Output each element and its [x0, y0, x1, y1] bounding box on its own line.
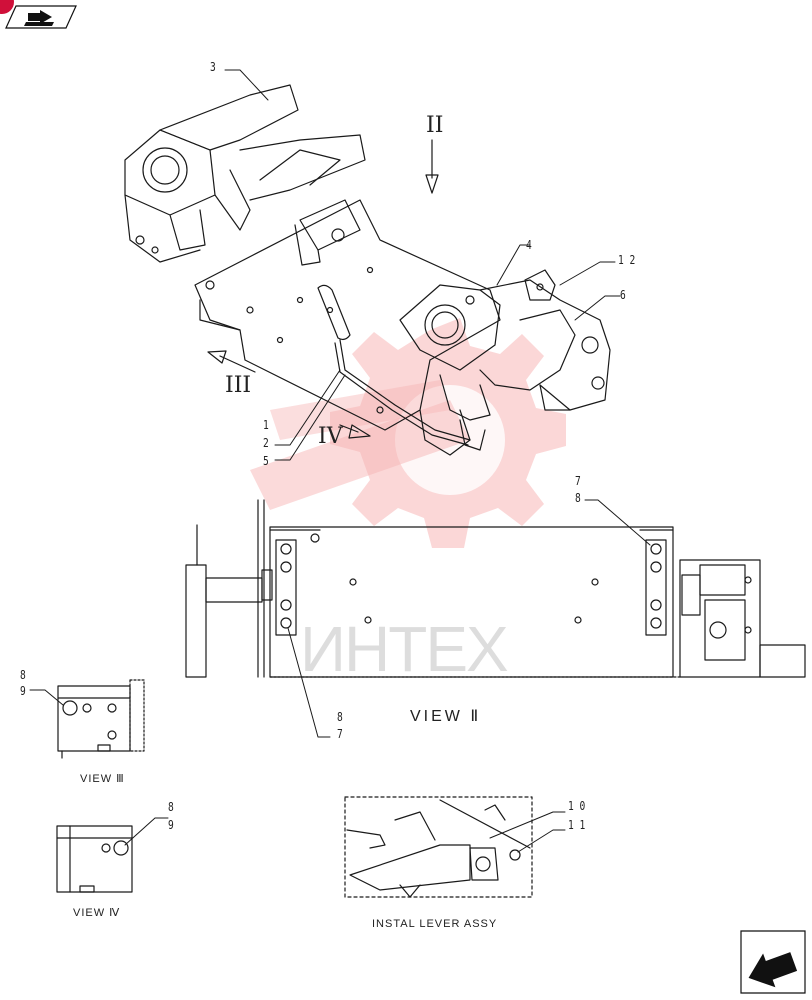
view-ii-drawing [185, 499, 806, 678]
callout-12: 1 2 [618, 253, 636, 267]
page-next-arrow-icon [740, 930, 806, 994]
view-arrow-ii-label: II [426, 113, 444, 138]
callout-7-top: 7 [575, 474, 581, 488]
callout-8-view-iv: 8 [168, 800, 174, 814]
view-ii-caption: VIEW Ⅱ [410, 708, 482, 725]
callout-3: 3 [210, 60, 216, 74]
leader-lines [29, 69, 651, 853]
callout-9-view-iv: 9 [168, 818, 174, 832]
view-iii-caption: VIEW Ⅲ [80, 773, 125, 785]
base-plate [194, 199, 501, 456]
view-iv-drawing [56, 825, 133, 893]
bracket-assembly-left [124, 84, 366, 266]
view-iv-caption: VIEW Ⅳ [73, 907, 121, 919]
callout-5: 5 [263, 454, 269, 468]
previous-page-button[interactable] [4, 4, 78, 30]
view-arrow-iv-label: IV [318, 424, 343, 449]
callout-10: 1 0 [568, 799, 586, 813]
callout-9-view-iii: 9 [20, 684, 26, 698]
book-arrow-icon [5, 5, 77, 29]
callout-8-view-iii: 8 [20, 668, 26, 682]
callout-11: 1 1 [568, 818, 586, 832]
view-direction-arrows [207, 139, 439, 439]
install-lever-drawing [344, 796, 533, 898]
control-lever [317, 284, 471, 446]
callout-7-bottom: 7 [337, 727, 343, 741]
callout-8-top: 8 [575, 491, 581, 505]
watermark-text: ИНТЕХ [300, 613, 509, 685]
valve-assembly-right [399, 269, 611, 451]
callout-1: 1 [263, 418, 269, 432]
callout-8-bottom: 8 [337, 710, 343, 724]
callout-4: 4 [526, 238, 532, 252]
callout-6: 6 [620, 288, 626, 302]
install-lever-caption: INSTAL LEVER ASSY [372, 918, 498, 930]
callout-2: 2 [263, 436, 269, 450]
gear-logo-watermark [250, 318, 566, 548]
next-page-button[interactable] [739, 929, 807, 995]
view-arrow-iii-label: III [225, 373, 252, 398]
view-iii-drawing [57, 679, 145, 759]
